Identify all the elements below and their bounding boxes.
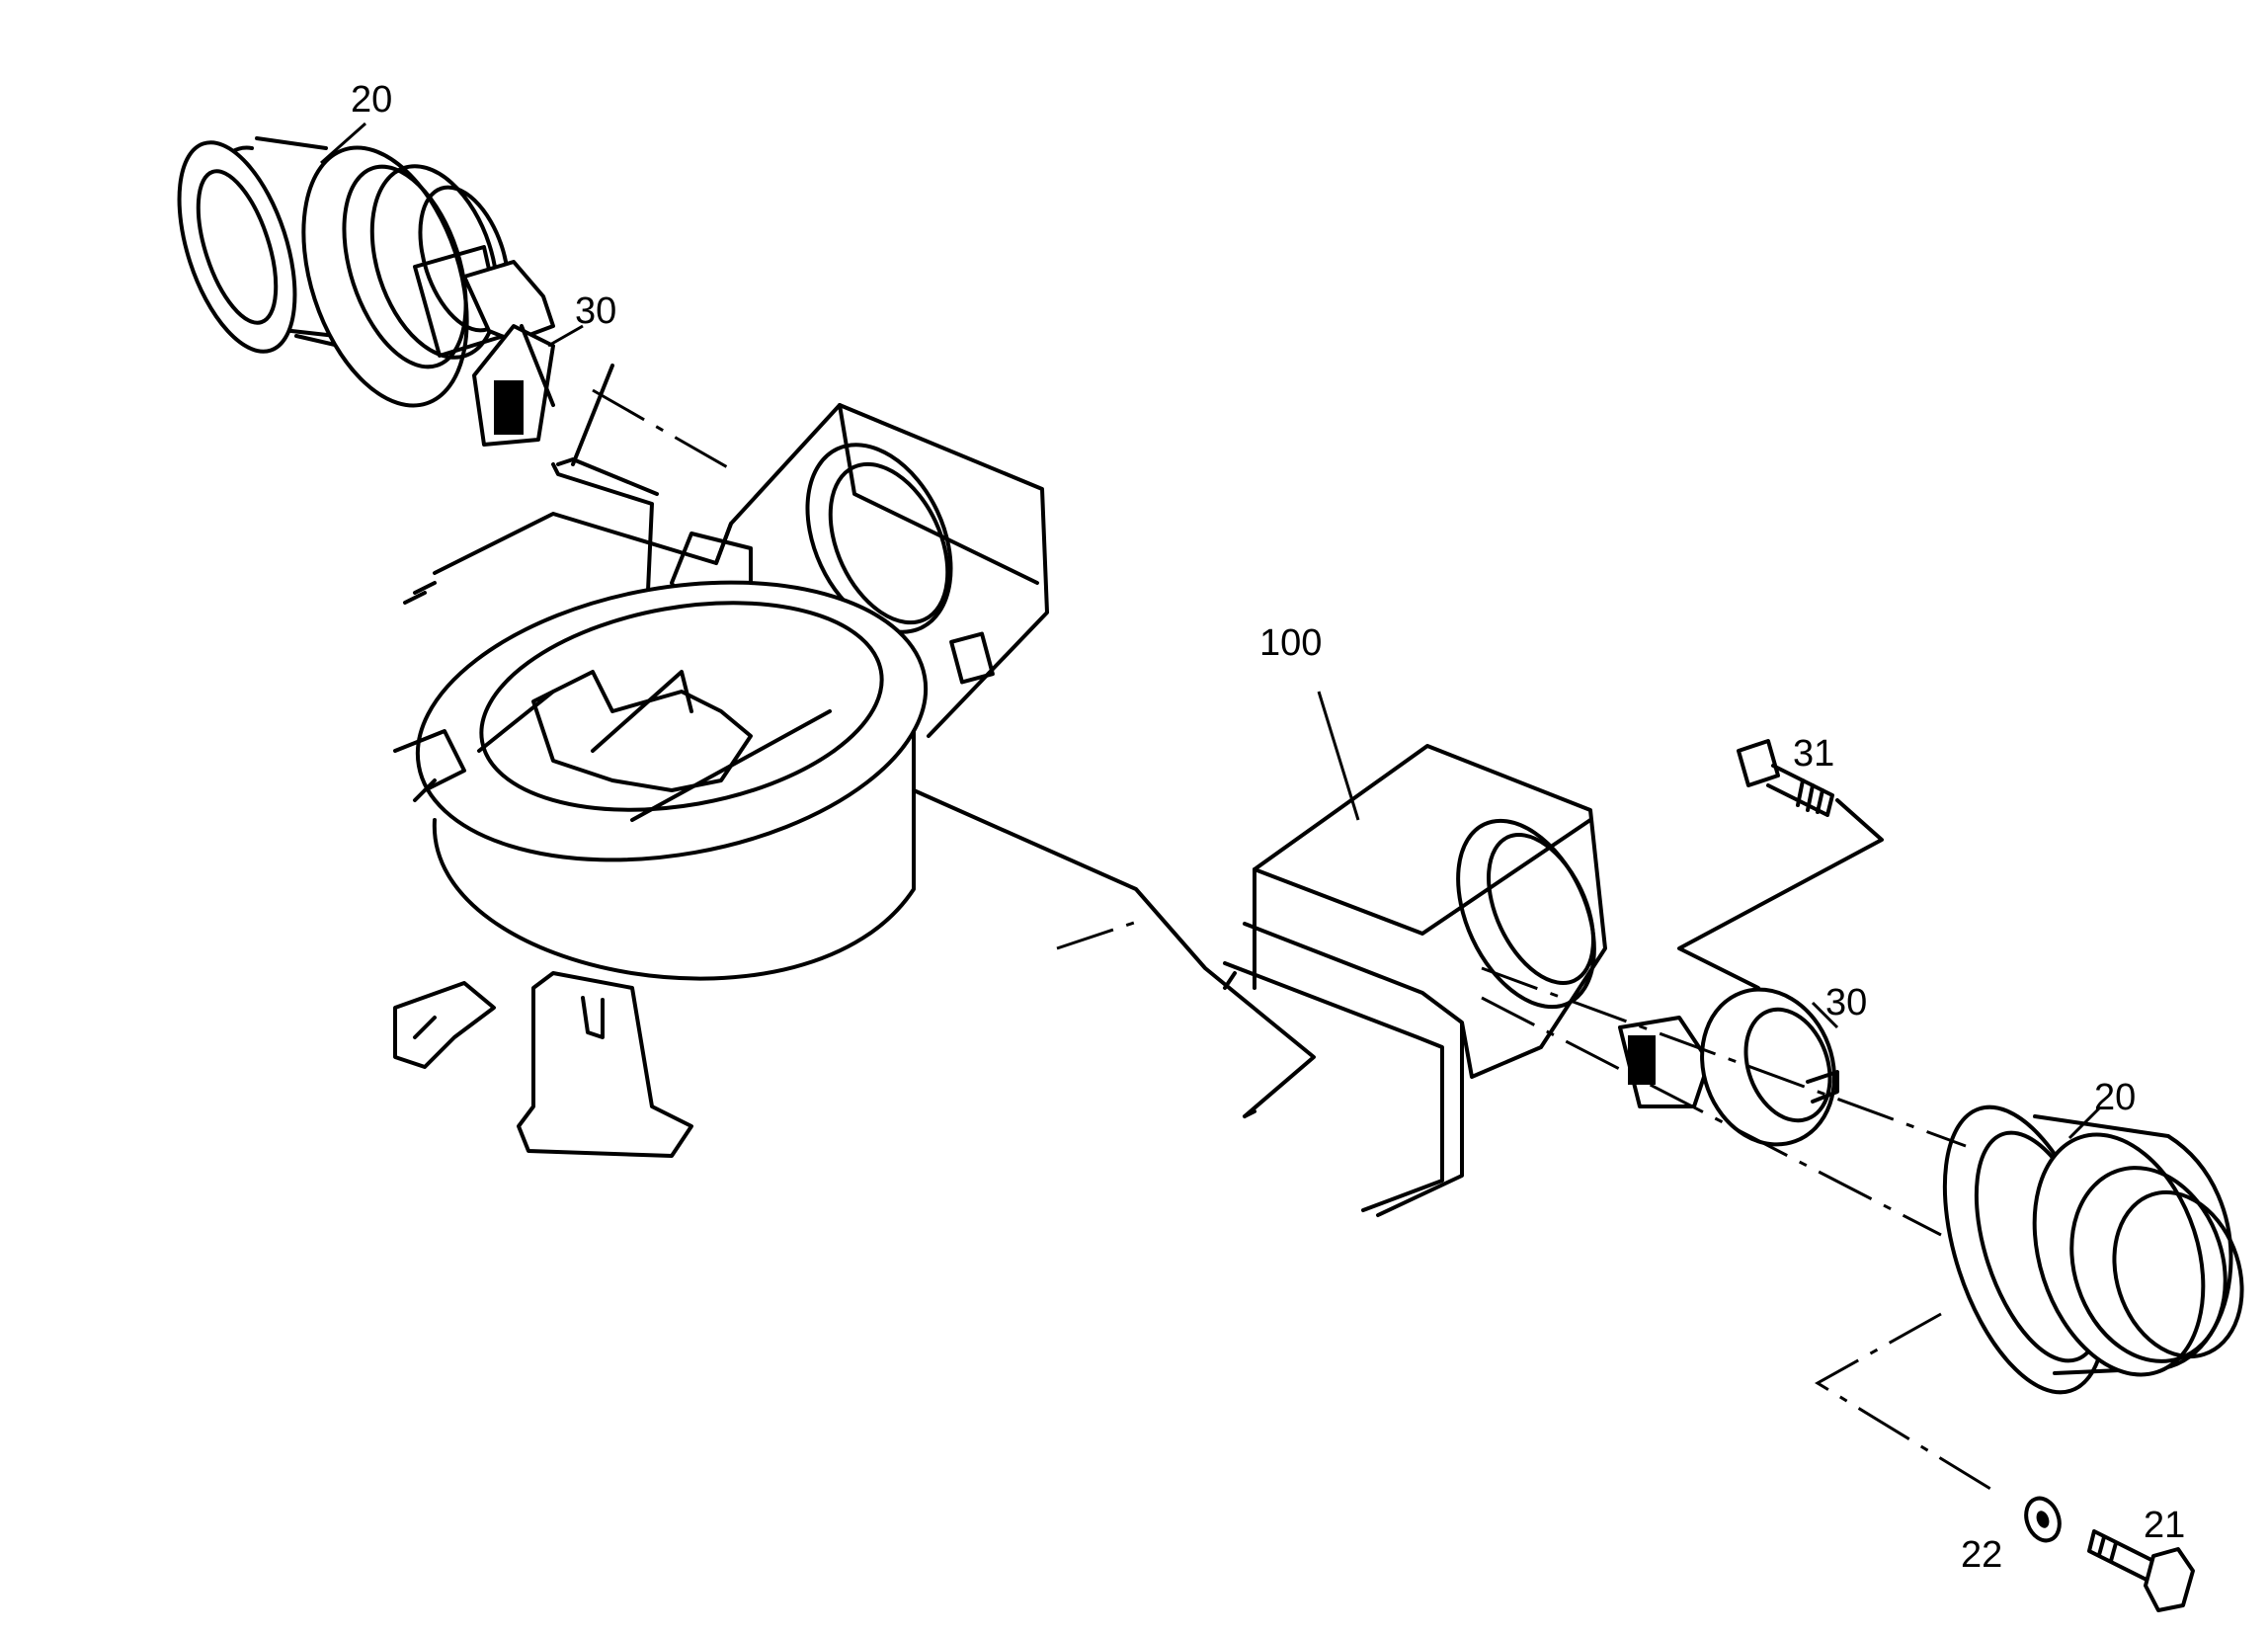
- callout-21: 21: [2144, 1505, 2186, 1546]
- leader-lines: [320, 122, 2101, 1140]
- final-drive-top-left: [177, 136, 511, 408]
- axis-line-bolt-21: [1815, 1312, 1996, 1494]
- callout-22: 22: [1961, 1534, 2003, 1576]
- slewing-ring: [393, 580, 929, 981]
- bolt-21: [2087, 1529, 2195, 1612]
- frame-rail: [912, 788, 1316, 1118]
- final-drive-right: [1942, 1104, 2244, 1395]
- axis-line-top: [592, 388, 732, 471]
- mounting-bracket-front: [393, 971, 693, 1158]
- callout-30-right: 30: [1825, 982, 1868, 1023]
- axis-line-right-lower: [1481, 996, 1942, 1237]
- bolt-31: [1677, 739, 1884, 990]
- callout-20-top: 20: [351, 79, 393, 121]
- callout-30-top: 30: [575, 290, 617, 332]
- hydraulic-motor-right: [1618, 987, 1839, 1147]
- callout-31: 31: [1793, 733, 1835, 775]
- axle-housing-right: [1223, 744, 1607, 1217]
- callout-20-right: 20: [2094, 1077, 2137, 1118]
- callout-100: 100: [1259, 622, 1323, 664]
- hydraulic-motor-top-left: [462, 260, 555, 447]
- axis-line-right-upper: [1481, 966, 1967, 1148]
- washer-22: [2024, 1496, 2062, 1543]
- chassis-frame: [403, 364, 1049, 738]
